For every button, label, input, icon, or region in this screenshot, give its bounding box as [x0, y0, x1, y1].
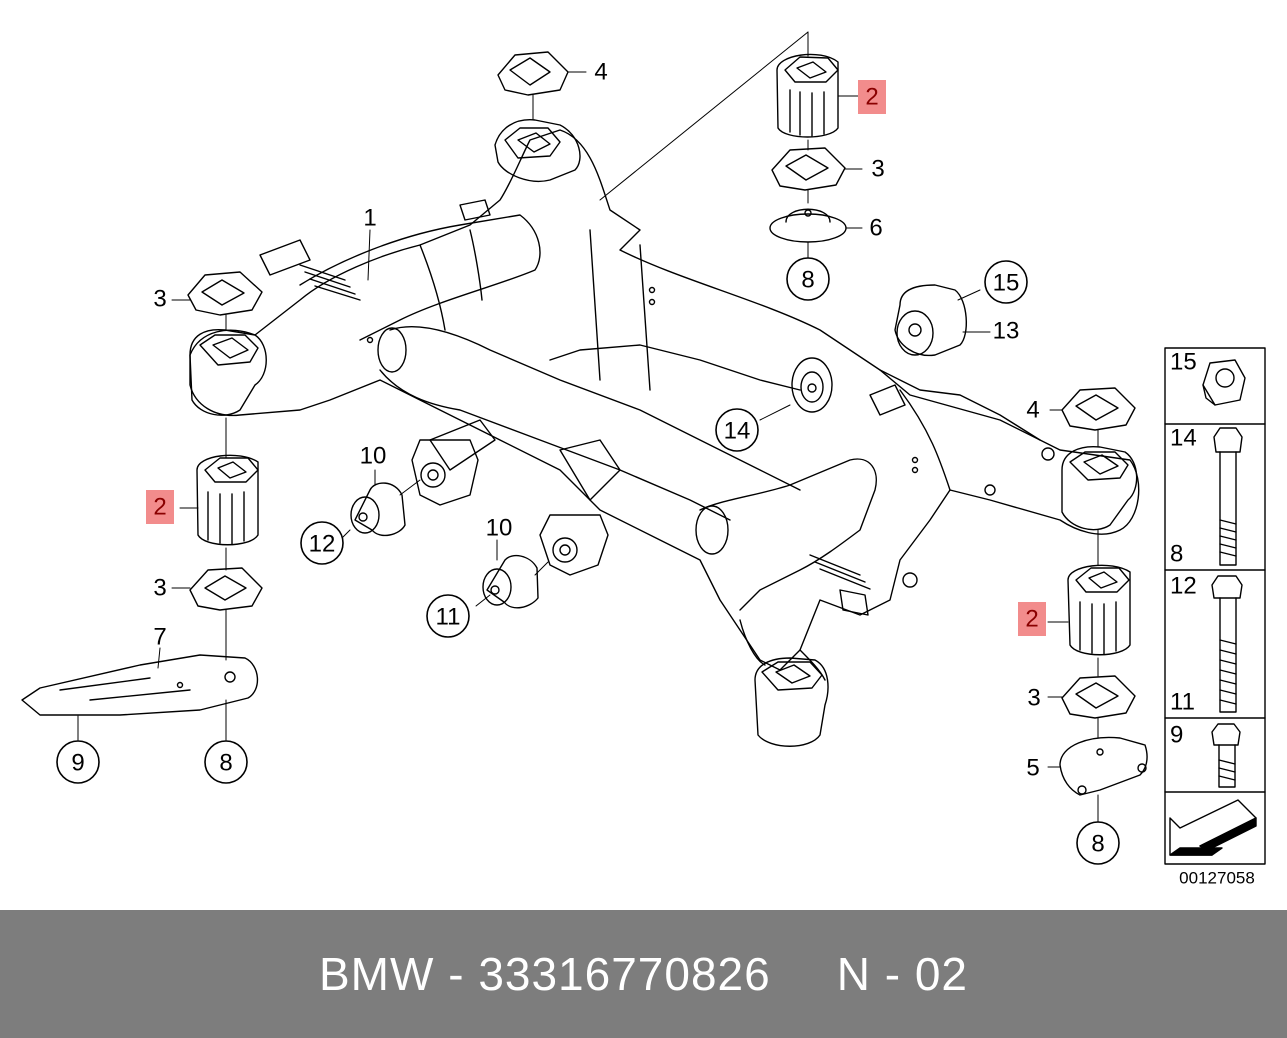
- callout-9[interactable]: 9: [71, 750, 84, 777]
- center-rear-bracket: [539, 514, 609, 576]
- callout-5[interactable]: 5: [1026, 755, 1039, 782]
- part-4-right-washer: [1061, 387, 1136, 431]
- legend-label-11: 11: [1170, 689, 1195, 716]
- part-number: 33316770826: [478, 948, 771, 1000]
- part-3-top-washer: [771, 147, 846, 191]
- rear-axle-subframe: [189, 129, 1140, 681]
- callout-circles: [56, 257, 1120, 865]
- part-6-plate: [769, 208, 847, 243]
- callout-3-top[interactable]: 3: [871, 156, 884, 183]
- part-3-right-bottom-washer: [1061, 675, 1136, 719]
- callout-2-left[interactable]: 2: [153, 494, 166, 521]
- callout-4-right[interactable]: 4: [1026, 397, 1039, 424]
- legend-label-9: 9: [1170, 722, 1183, 749]
- part-2-left-bushing: [196, 454, 259, 546]
- part-2-right-bushing: [1067, 564, 1131, 656]
- right-front-mount-housing: [1061, 445, 1138, 531]
- footer-caption: BMW - 33316770826 N - 02: [0, 910, 1287, 1038]
- diagram-id: 00127058: [1179, 869, 1255, 888]
- bushing-14-in-frame: [791, 357, 833, 413]
- left-rear-bracket: [411, 439, 479, 506]
- part-3-left-bottom-washer: [189, 567, 263, 611]
- part-12-bushing: [350, 482, 406, 537]
- part-13-bushing: [894, 284, 968, 357]
- brand-label: BMW: [319, 948, 435, 1000]
- bolt-14-icon: [1213, 427, 1243, 566]
- callout-3-left-top[interactable]: 3: [153, 286, 166, 313]
- top-rear-mount-housing: [494, 119, 581, 182]
- left-front-mount-housing: [189, 328, 267, 416]
- callout-8-top[interactable]: 8: [801, 267, 814, 294]
- footer-bar: BMW - 33316770826 N - 02: [0, 910, 1287, 1038]
- callout-3-right[interactable]: 3: [1027, 685, 1040, 712]
- callout-8-left[interactable]: 8: [219, 750, 232, 777]
- callout-10-left[interactable]: 10: [360, 443, 387, 470]
- callout-1[interactable]: 1: [363, 205, 376, 232]
- hardware-legend: [1164, 347, 1266, 865]
- footer-separator: -: [448, 948, 465, 1000]
- callout-15[interactable]: 15: [993, 270, 1020, 297]
- part-7-bracket: [21, 654, 259, 716]
- part-5-plate: [1059, 736, 1148, 796]
- callout-10-center[interactable]: 10: [486, 515, 513, 542]
- legend-label-8: 8: [1170, 541, 1183, 568]
- callout-13[interactable]: 13: [993, 318, 1020, 345]
- nut-15-icon: [1202, 359, 1246, 406]
- legend-label-14: 14: [1170, 425, 1197, 452]
- part-4-top-washer: [497, 51, 569, 96]
- subframe-exploded-diagram: 1 2 2 2 3 3 3 3 4 4 5 6 7 8 8 8 9 10 10 …: [21, 31, 1266, 888]
- callout-6[interactable]: 6: [869, 215, 882, 242]
- callout-12[interactable]: 12: [309, 531, 336, 558]
- highlight-boxes: [146, 80, 1046, 636]
- callout-14[interactable]: 14: [724, 418, 751, 445]
- callout-7[interactable]: 7: [153, 624, 166, 651]
- callout-2-right[interactable]: 2: [1025, 606, 1038, 633]
- callout-11[interactable]: 11: [436, 604, 461, 631]
- legend-label-15: 15: [1170, 349, 1197, 376]
- part-2-top-bushing: [776, 53, 839, 138]
- position-code: N - 02: [836, 948, 968, 1000]
- bolt-12-icon: [1211, 575, 1243, 713]
- leader-lines: [77, 31, 1099, 823]
- bolt-9-icon: [1211, 723, 1241, 788]
- callout-4-top[interactable]: 4: [594, 59, 607, 86]
- forward-direction-arrow-icon: [1169, 799, 1257, 856]
- callout-3-left-bottom[interactable]: 3: [153, 575, 166, 602]
- part-3-left-top-washer: [187, 271, 263, 316]
- legend-label-12: 12: [1170, 573, 1197, 600]
- callout-2-top[interactable]: 2: [865, 84, 878, 111]
- part-11-bushing: [482, 554, 539, 609]
- callout-8-right[interactable]: 8: [1091, 831, 1104, 858]
- subframe-rear-bushing: [754, 657, 829, 747]
